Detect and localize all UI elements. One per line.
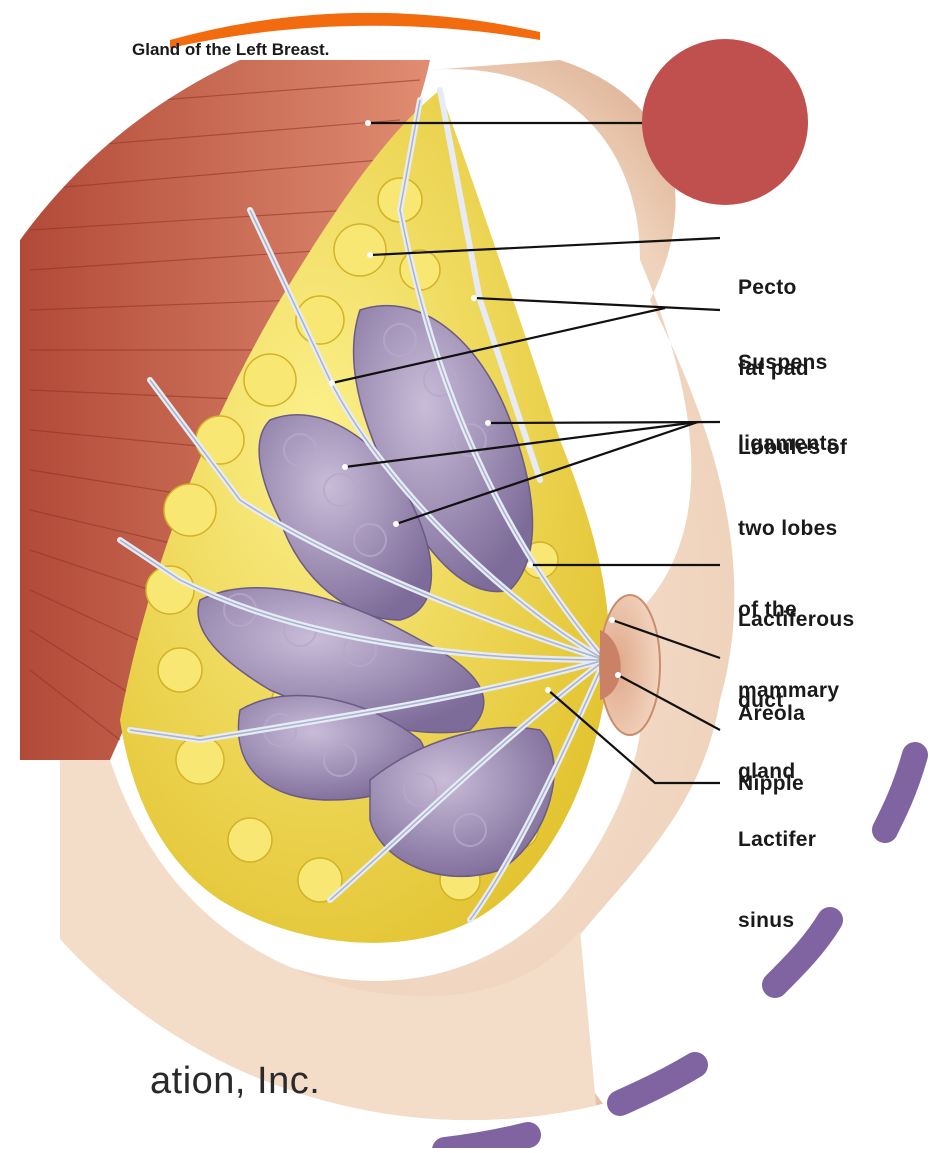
label-muscle: mu (738, 186, 770, 204)
red-decorative-dot (642, 39, 808, 205)
figure-title: Gland of the Left Breast. (132, 40, 329, 60)
label-line: two lobes (738, 515, 847, 542)
label-line: Lobules of (738, 434, 847, 461)
anatomy-group (20, 60, 734, 1148)
label-line: Lactifer (738, 826, 816, 853)
label-lactiferous-sinus: Lactifer sinus (738, 772, 816, 988)
label-line: Suspens (738, 349, 839, 376)
copyright-text: ation, Inc. (150, 1060, 320, 1103)
label-line: Lactiferous (738, 606, 855, 633)
label-line: sinus (738, 907, 816, 934)
